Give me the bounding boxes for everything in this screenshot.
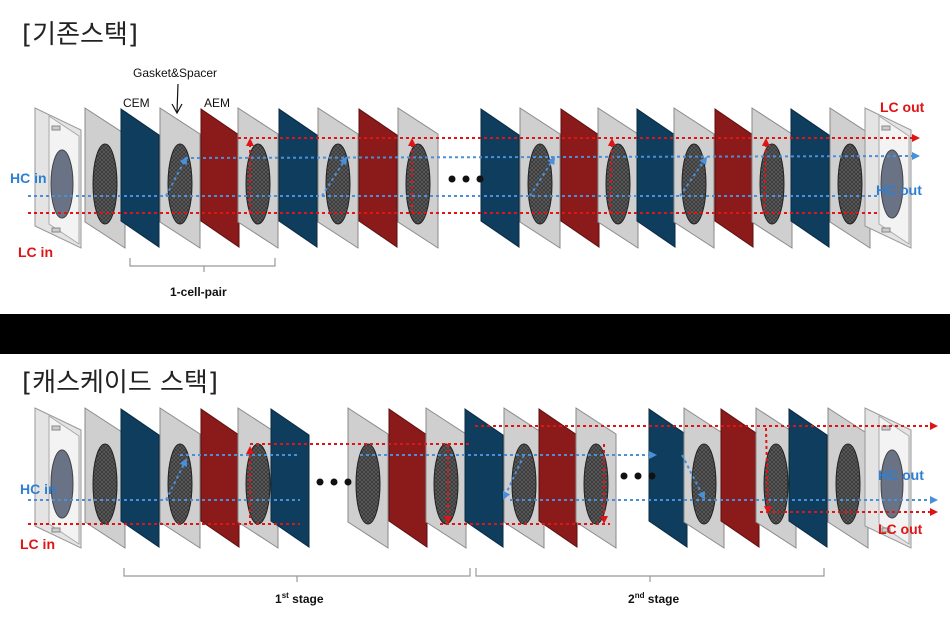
bottom-hc-out-label: HC out bbox=[878, 467, 924, 483]
end-plate-bolt bbox=[51, 527, 61, 533]
aem-membrane bbox=[200, 408, 240, 548]
end-plate-bolt bbox=[51, 125, 61, 131]
top-ellipsis bbox=[448, 175, 484, 183]
top-hc-out-label: HC out bbox=[876, 182, 922, 198]
top-hc-in-label: HC in bbox=[10, 170, 47, 186]
lc-cross-flow-arrow bbox=[607, 138, 616, 214]
lc-cross-flow-arrow bbox=[761, 138, 770, 214]
end-plate-port bbox=[50, 449, 74, 519]
hc-cross-flow-arrow bbox=[679, 156, 708, 197]
end-plate-bolt bbox=[881, 527, 891, 533]
lc-cross-flow-arrow bbox=[763, 427, 772, 514]
gasket-pointer-arrow bbox=[176, 83, 179, 113]
aem-membrane bbox=[358, 108, 398, 248]
end-plate-bolt bbox=[881, 125, 891, 131]
spacer-mesh bbox=[355, 443, 381, 525]
spacer-mesh bbox=[245, 143, 271, 225]
end-plate-bolt bbox=[881, 227, 891, 233]
end-plate-port bbox=[50, 149, 74, 219]
spacer-mesh bbox=[691, 443, 717, 525]
hc-cross-flow-arrow bbox=[529, 156, 556, 197]
hc-cross-flow-arrow bbox=[165, 156, 187, 197]
hc-cross-flow-arrow bbox=[502, 454, 525, 500]
end-plate-bolt bbox=[51, 425, 61, 431]
bottom-ellipsis-1 bbox=[316, 478, 352, 486]
hc-cross-flow-arrow bbox=[321, 156, 348, 197]
separator-band bbox=[0, 314, 950, 354]
cem-membrane bbox=[790, 108, 830, 248]
cem-membrane bbox=[480, 108, 520, 248]
aem-membrane bbox=[200, 108, 240, 248]
spacer-mesh bbox=[763, 443, 789, 525]
top-lc-out-label: LC out bbox=[880, 99, 925, 115]
stage2-label: 2nd stage bbox=[628, 591, 679, 606]
gasket-spacer-label: Gasket&Spacer bbox=[133, 66, 217, 80]
stage1-label: 1st stage bbox=[275, 591, 324, 606]
hc-cross-flow-arrow bbox=[681, 454, 705, 500]
aem-membrane bbox=[560, 108, 600, 248]
cascade-stack-plates bbox=[34, 407, 912, 549]
top-lc-in-label: LC in bbox=[18, 244, 53, 260]
aem-membrane bbox=[388, 408, 428, 548]
cell-pair-bracket bbox=[129, 258, 276, 272]
bottom-lc-out-label: LC out bbox=[878, 521, 923, 537]
stage2-bracket bbox=[475, 568, 825, 582]
aem-membrane bbox=[538, 408, 578, 548]
aem-membrane bbox=[720, 408, 760, 548]
conventional-stack-title: [기존스택] bbox=[22, 20, 138, 50]
spacer-mesh bbox=[92, 143, 118, 225]
spacer-mesh bbox=[835, 443, 861, 525]
aem-membrane bbox=[714, 108, 754, 248]
gasket-pointer-arrowhead bbox=[171, 103, 183, 115]
aem-label: AEM bbox=[204, 96, 230, 110]
cem-membrane bbox=[278, 108, 318, 248]
cell-pair-label: 1-cell-pair bbox=[170, 285, 227, 299]
bottom-lc-in-label: LC in bbox=[20, 536, 55, 552]
end-plate-port bbox=[880, 149, 904, 219]
cascade-stack-flows bbox=[28, 422, 938, 525]
cem-membrane bbox=[120, 108, 160, 248]
spacer-mesh bbox=[92, 443, 118, 525]
spacer-mesh bbox=[527, 143, 553, 225]
cem-membrane bbox=[636, 108, 676, 248]
cem-label: CEM bbox=[123, 96, 150, 110]
bottom-ellipsis-2 bbox=[620, 472, 656, 480]
end-plate-port bbox=[880, 449, 904, 519]
end-plate-bolt bbox=[51, 227, 61, 233]
cem-membrane bbox=[464, 408, 504, 548]
conventional-stack-plates bbox=[34, 107, 912, 249]
conventional-stack-flows bbox=[28, 134, 920, 214]
bottom-hc-in-label: HC in bbox=[20, 481, 57, 497]
cem-membrane bbox=[120, 408, 160, 548]
cascade-stack-title: [캐스케이드 스택] bbox=[22, 368, 218, 398]
stage1-bracket bbox=[123, 568, 471, 582]
spacer-mesh bbox=[837, 143, 863, 225]
hc-cross-flow-arrow bbox=[165, 458, 187, 501]
